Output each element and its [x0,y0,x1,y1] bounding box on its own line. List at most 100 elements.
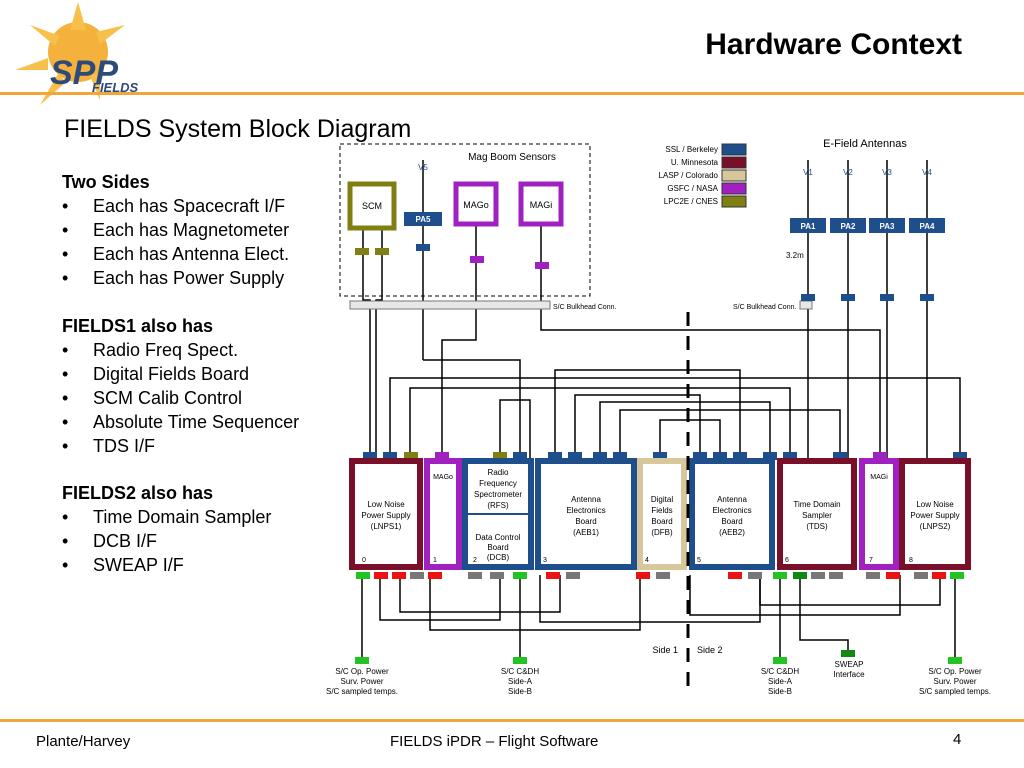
svg-text:Time Domain: Time Domain [793,500,840,509]
svg-text:PA1: PA1 [801,222,817,231]
fields2-item: Time Domain Sampler [62,505,271,529]
sweap-connector [841,650,855,657]
svg-text:U. Minnesota: U. Minnesota [671,158,719,167]
pa1-preamp: V1 PA1 [790,168,826,233]
svg-text:S/C sampled temps.: S/C sampled temps. [326,687,398,696]
pa5-preamp: PA5 [404,212,442,226]
svg-text:Antenna: Antenna [571,495,601,504]
svg-text:Surv. Power: Surv. Power [341,677,384,686]
board-aeb2: Antenna Electronics Board (AEB2) 5 [689,458,775,570]
logo-subtext: FIELDS [92,80,139,95]
svg-text:Electronics: Electronics [712,506,751,515]
svg-text:SCM: SCM [362,201,382,211]
fields1-item: Radio Freq Spect. [62,338,299,362]
pa2-preamp: V2 PA2 [830,168,866,233]
svg-text:S/C sampled temps.: S/C sampled temps. [919,687,991,696]
svg-text:Power Supply: Power Supply [361,511,410,520]
two-sides-heading: Two Sides [62,172,150,192]
board-aeb1: Antenna Electronics Board (AEB1) 3 [535,458,637,570]
footer-rule [0,719,1024,722]
svg-text:Side-B: Side-B [768,687,792,696]
fields1-section: FIELDS1 also has Radio Freq Spect. Digit… [62,314,299,458]
svg-text:S/C C&DH: S/C C&DH [501,667,539,676]
svg-text:SWEAP: SWEAP [835,660,864,669]
two-sides-item: Each has Antenna Elect. [62,242,289,266]
side2-label: Side 2 [697,645,723,655]
svg-text:(AEB1): (AEB1) [573,528,599,537]
legend-item: SSL / Berkeley [665,143,747,156]
svg-text:3: 3 [543,557,547,564]
svg-text:8: 8 [909,557,913,564]
svg-text:Surv. Power: Surv. Power [934,677,977,686]
v5-label: V5 [418,163,428,172]
mago-sensor: MAGo [453,181,499,227]
svg-text:Low Noise: Low Noise [916,500,954,509]
interface-sweap: SWEAP Interface [833,660,865,679]
legend: SSL / Berkeley U. Minnesota LASP / Color… [659,143,747,208]
legend-item: LPC2E / CNES [664,195,747,208]
mag-boom-label: Mag Boom Sensors [468,152,556,163]
fields1-heading: FIELDS1 also has [62,316,214,336]
pa3-preamp: V3 PA3 [869,168,905,233]
page-title: Hardware Context [705,28,962,61]
board-mago: MAGo 1 [424,458,462,570]
svg-text:Interface: Interface [833,670,865,679]
header-rule [0,92,1024,95]
board-rfs-dcb: Radio Frequency Spectrometer (RFS) Data … [462,458,534,570]
svg-text:MAGo: MAGo [463,200,489,210]
two-sides-item: Each has Spacecraft I/F [62,194,289,218]
svg-text:Sampler: Sampler [802,511,832,520]
cdh-left-connector [513,657,527,664]
board-lnps2: Low Noise Power Supply (LNPS2) 8 [899,458,971,570]
board-magi: MAGi 7 [859,458,899,570]
svg-text:Board: Board [651,517,672,526]
svg-text:Side-B: Side-B [508,687,532,696]
mag-boom-box [339,143,591,297]
fields2-section: FIELDS2 also has Time Domain Sampler DCB… [62,481,271,577]
bulkhead-left-label: S/C Bulkhead Conn. [553,304,616,311]
pa4-preamp: V4 PA4 [909,168,945,233]
svg-text:(LNPS1): (LNPS1) [371,522,402,531]
svg-text:(AEB2): (AEB2) [719,528,745,537]
board-dfb: Digital Fields Board (DFB) 4 [637,458,687,570]
diagram-title: FIELDS System Block Diagram [64,115,412,143]
svg-text:6: 6 [785,557,789,564]
svg-text:Board: Board [575,517,596,526]
scm-sensor: SCM [347,181,397,231]
fields1-item: TDS I/F [62,434,299,458]
svg-text:GSFC / NASA: GSFC / NASA [667,184,718,193]
two-sides-item: Each has Power Supply [62,266,289,290]
svg-text:(DCB): (DCB) [487,553,510,562]
fields2-item: SWEAP I/F [62,553,271,577]
two-sides-item: Each has Magnetometer [62,218,289,242]
svg-text:PA2: PA2 [841,222,857,231]
svg-text:MAGo: MAGo [433,474,453,481]
svg-text:Radio: Radio [488,468,509,477]
svg-text:MAGi: MAGi [870,474,888,481]
svg-text:(RFS): (RFS) [487,501,509,510]
efield-label: E-Field Antennas [823,138,907,150]
interface-cdh-left: S/C C&DH Side-A Side-B [501,667,539,696]
fields2-item: DCB I/F [62,529,271,553]
magi-sensor: MAGi [518,181,564,227]
footer-title: FIELDS iPDR – Flight Software [390,733,599,750]
svg-text:4: 4 [645,557,649,564]
fields1-item: SCM Calib Control [62,386,299,410]
two-sides-section: Two Sides Each has Spacecraft I/F Each h… [62,170,289,290]
svg-text:LASP / Colorado: LASP / Colorado [659,171,719,180]
interface-power-left: S/C Op. Power Surv. Power S/C sampled te… [326,667,398,696]
svg-text:SSL / Berkeley: SSL / Berkeley [665,145,718,154]
svg-text:Fields: Fields [651,506,672,515]
power-right-connector [948,657,962,664]
svg-text:1: 1 [433,557,437,564]
svg-text:Side-A: Side-A [768,677,793,686]
svg-text:Data Control: Data Control [476,533,521,542]
svg-text:MAGi: MAGi [530,200,553,210]
fields1-item: Absolute Time Sequencer [62,410,299,434]
footer-author: Plante/Harvey [36,733,131,750]
svg-text:Board: Board [721,517,742,526]
fields2-heading: FIELDS2 also has [62,483,214,503]
spp-fields-logo: SPP FIELDS [15,2,139,105]
cable-connectors [355,244,934,301]
board-top-connectors [363,452,967,460]
